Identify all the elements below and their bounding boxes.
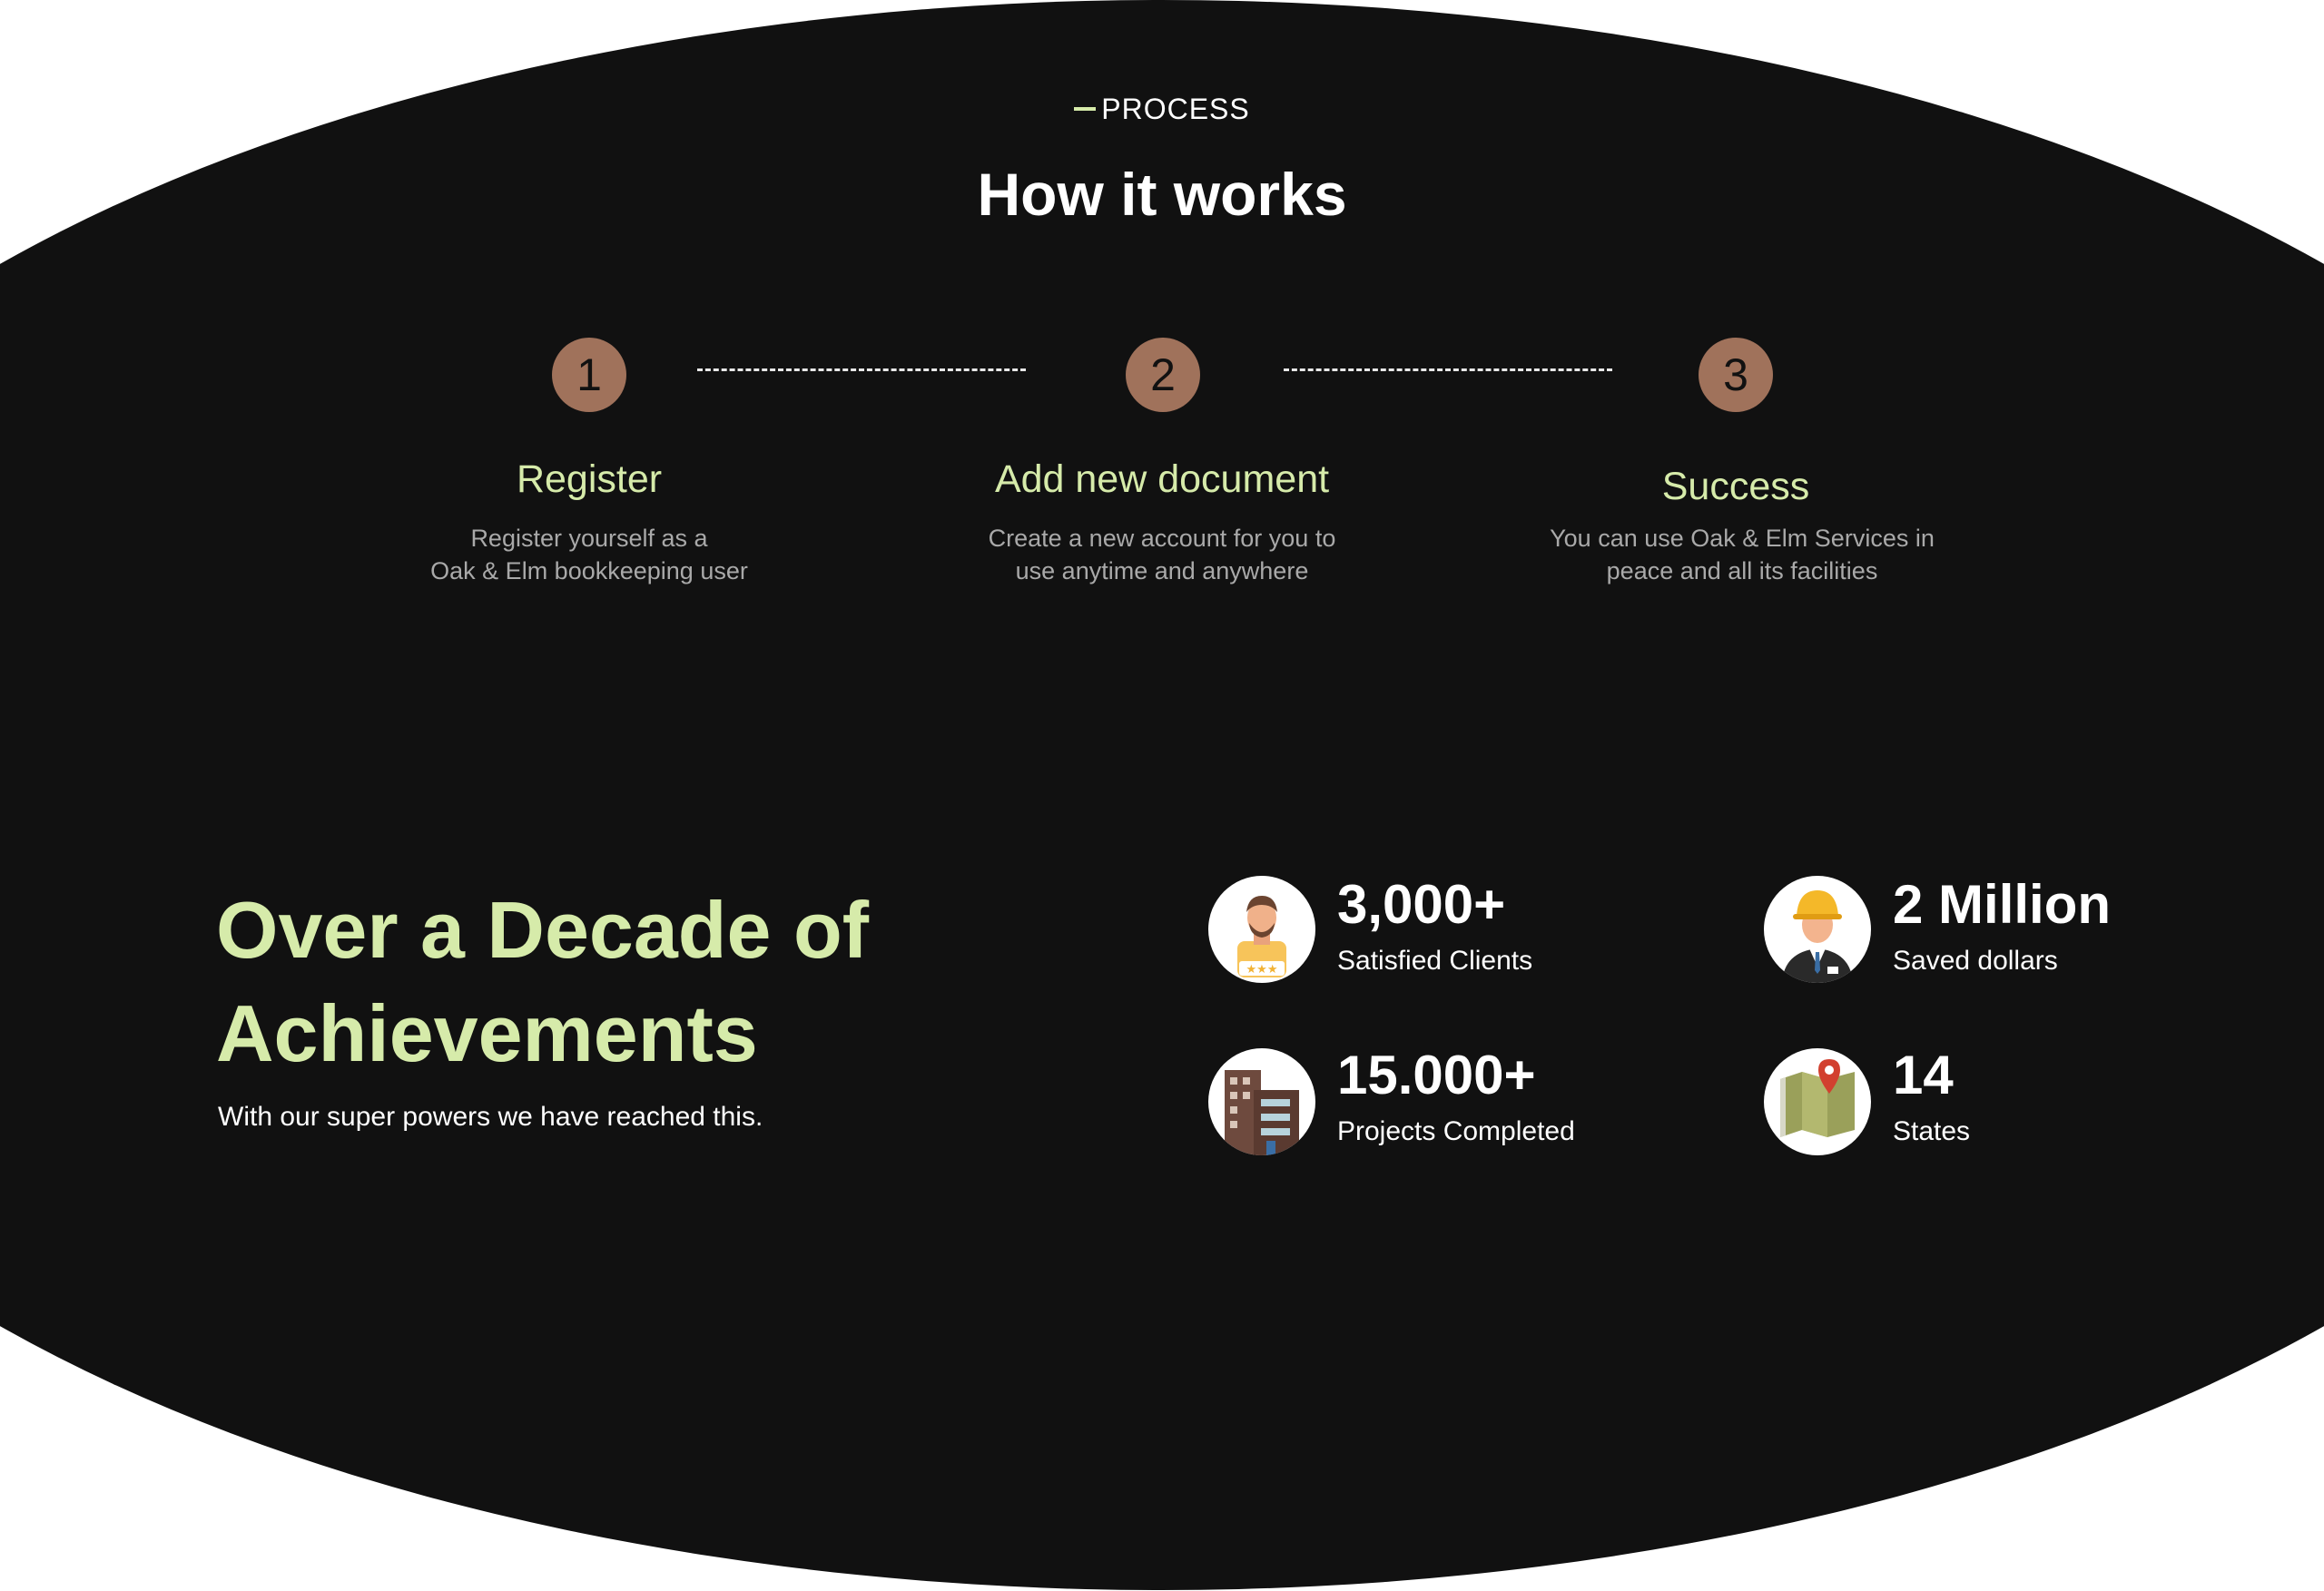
step-number-2: 2 <box>1126 338 1200 412</box>
step-connector-2 <box>1284 368 1612 371</box>
stat-value-clients: 3,000+ <box>1337 874 1506 935</box>
achievements-heading-line-1: Over a Decade of <box>216 885 869 975</box>
section-title: How it works <box>977 161 1347 228</box>
client-icon: ★★★ <box>1208 876 1315 983</box>
stat-label-clients: Satisfied Clients <box>1337 946 1533 976</box>
stat-value-states: 14 <box>1893 1045 1954 1105</box>
step-title-register: Register <box>516 457 663 501</box>
step-number-1: 1 <box>552 338 626 412</box>
achievements-subtitle: With our super powers we have reached th… <box>218 1102 763 1132</box>
step-desc-register: Register yourself as a Oak & Elm bookkee… <box>430 525 748 584</box>
map-pin-icon <box>1764 1048 1871 1155</box>
step-title-success: Success <box>1661 465 1810 508</box>
eyebrow-label: PROCESS <box>1101 93 1250 125</box>
svg-text:★★★: ★★★ <box>1246 963 1278 977</box>
stat-label-projects: Projects Completed <box>1337 1116 1575 1146</box>
step-connector-1 <box>697 368 1026 371</box>
step-number-3: 3 <box>1699 338 1773 412</box>
stat-label-states: States <box>1893 1116 1971 1146</box>
achievements-heading: Over a Decade of Achievements <box>216 879 1033 1085</box>
eyebrow-dash <box>1074 106 1097 111</box>
stat-value-dollars: 2 Million <box>1893 874 2111 935</box>
stat-value-projects: 15.000+ <box>1337 1045 1536 1105</box>
step-title-add-document: Add new document <box>994 457 1330 501</box>
step-desc-add-document: Create a new account for you to use anyt… <box>988 525 1336 584</box>
building-icon <box>1208 1048 1315 1155</box>
engineer-icon <box>1764 876 1871 983</box>
stat-label-dollars: Saved dollars <box>1893 946 2058 976</box>
process-eyebrow: PROCESS <box>0 93 2324 126</box>
step-desc-success: You can use Oak & Elm Services in peace … <box>1550 525 1935 584</box>
achievements-heading-line-2: Achievements <box>216 988 758 1078</box>
